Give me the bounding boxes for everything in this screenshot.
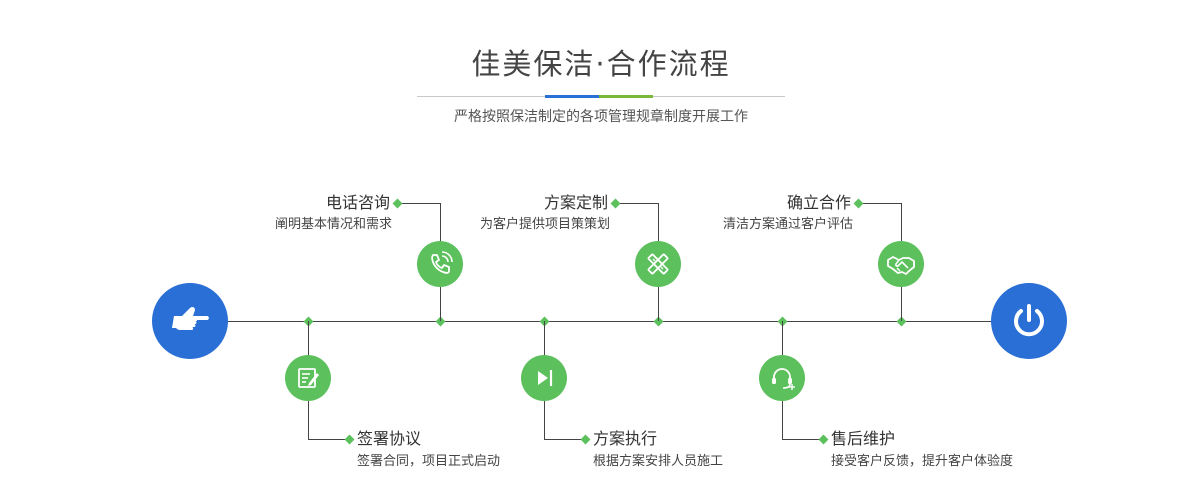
headset-icon <box>772 368 795 390</box>
connector-line <box>782 321 783 355</box>
connector-line <box>782 439 824 440</box>
title-underline-blue <box>545 95 599 98</box>
step-description: 清洁方案通过客户评估 <box>722 217 853 232</box>
title-underline-green <box>599 95 653 98</box>
document-edit-icon <box>298 368 319 388</box>
step-title: 售后维护 <box>831 429 896 448</box>
connector-line <box>859 203 902 204</box>
phone-icon <box>431 251 453 274</box>
connector-line <box>308 439 350 440</box>
step-title: 签署协议 <box>357 429 422 448</box>
connector-node <box>392 198 403 209</box>
connector-line <box>658 287 659 321</box>
step-description: 为客户提供项目策策划 <box>479 217 610 232</box>
connector-node <box>344 434 355 445</box>
connector-line <box>308 401 309 439</box>
connector-line <box>398 203 441 204</box>
handshake-icon <box>887 256 915 275</box>
connector-line <box>544 401 545 439</box>
step-description: 接受客户反馈，提升客户体验度 <box>831 454 1014 469</box>
connector-line <box>544 439 586 440</box>
connector-line <box>440 203 441 241</box>
step-description: 根据方案安排人员施工 <box>593 454 724 469</box>
page-subtitle: 严格按照保洁制定的各项管理规章制度开展工作 <box>454 109 748 125</box>
connector-line <box>658 203 659 241</box>
start-node <box>152 283 228 359</box>
connector-node <box>818 434 829 445</box>
step-title: 电话咨询 <box>325 193 390 212</box>
step-icon-circle <box>521 355 567 401</box>
step-icon-circle <box>635 241 681 287</box>
power-icon <box>1014 304 1044 337</box>
step-title: 方案执行 <box>593 429 658 448</box>
step-icon-circle <box>878 241 924 287</box>
step-icon-circle <box>285 355 331 401</box>
connector-line <box>901 287 902 321</box>
step-description: 阐明基本情况和需求 <box>274 217 392 232</box>
step-icon-circle <box>417 241 463 287</box>
step-title: 方案定制 <box>543 193 608 212</box>
step-icon-circle <box>759 355 805 401</box>
pencil-ruler-icon <box>647 253 669 275</box>
connector-line <box>440 287 441 321</box>
timeline-line <box>190 321 1030 322</box>
end-node <box>991 283 1067 359</box>
connector-line <box>616 203 659 204</box>
connector-line <box>544 321 545 355</box>
connector-node <box>853 198 864 209</box>
connector-line <box>782 401 783 439</box>
step-title: 确立合作 <box>786 193 851 212</box>
step-description: 签署合同，项目正式启动 <box>357 454 501 469</box>
connector-line <box>308 321 309 355</box>
connector-node <box>610 198 621 209</box>
play-icon <box>538 370 553 386</box>
connector-line <box>901 203 902 241</box>
connector-node <box>580 434 591 445</box>
page-title: 佳美保洁·合作流程 <box>471 47 731 81</box>
pointing-hand-icon <box>172 306 209 330</box>
